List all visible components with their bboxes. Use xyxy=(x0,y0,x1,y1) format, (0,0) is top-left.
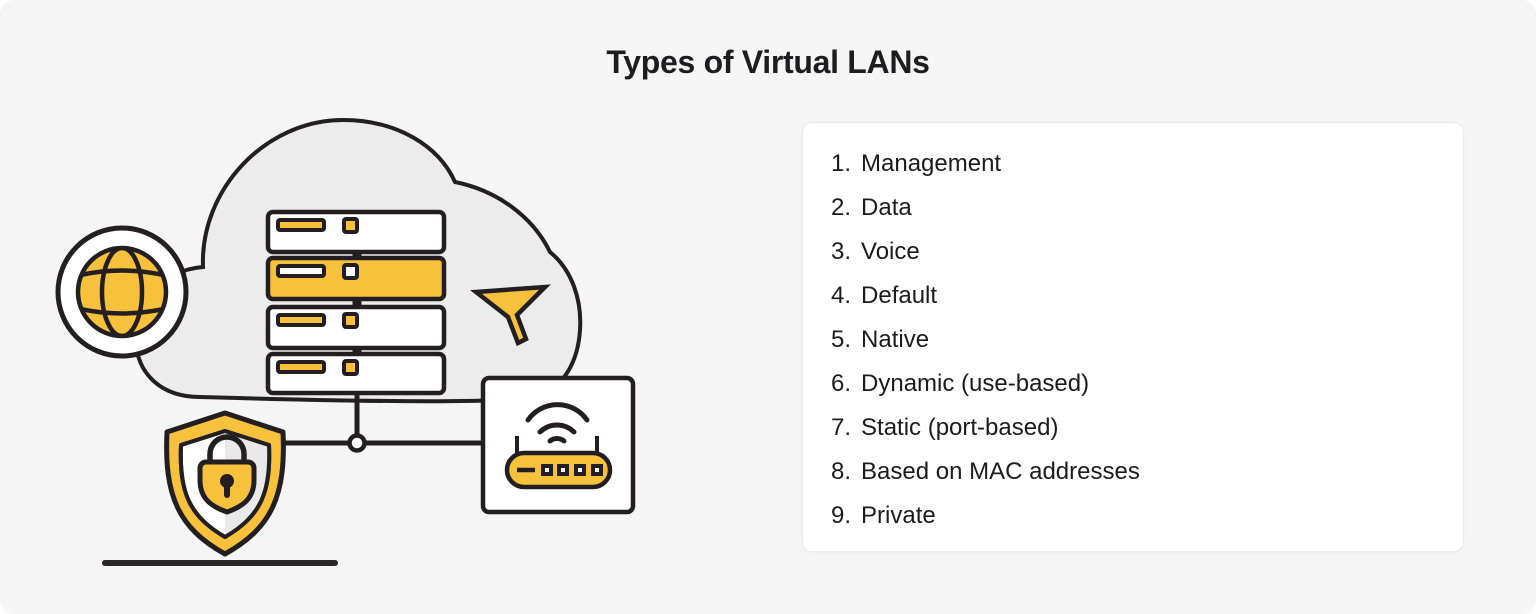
server-row xyxy=(265,351,447,396)
item-number: 1. xyxy=(831,150,852,177)
item-label: Data xyxy=(861,194,912,221)
globe-icon xyxy=(55,225,189,359)
item-number: 6. xyxy=(831,370,852,397)
vlan-list-item: 2. Data xyxy=(831,186,1463,230)
server-stack-icon xyxy=(265,209,447,396)
router-body xyxy=(504,436,613,490)
item-label: Static (port-based) xyxy=(861,414,1059,441)
item-label: Dynamic (use-based) xyxy=(861,370,1090,397)
item-number: 2. xyxy=(831,194,852,221)
wifi-signal-icon xyxy=(525,402,590,444)
item-number: 9. xyxy=(831,502,852,529)
vlan-list-item: 5. Native xyxy=(831,318,1463,362)
vlan-list-item: 1. Management xyxy=(831,142,1463,186)
item-number: 8. xyxy=(831,458,852,485)
item-number: 3. xyxy=(831,238,852,265)
junction-node xyxy=(347,433,367,453)
item-label: Private xyxy=(861,502,936,529)
item-label: Default xyxy=(861,282,938,309)
padlock-icon xyxy=(197,434,257,515)
cursor-icon xyxy=(470,284,551,347)
vlan-list-card: 1. Management 2. Data 3. Voice 4. Defaul… xyxy=(802,122,1464,552)
item-label: Management xyxy=(861,150,1002,177)
page-title: Types of Virtual LANs xyxy=(606,44,930,80)
vlan-list: 1. Management 2. Data 3. Voice 4. Defaul… xyxy=(803,123,1463,538)
vlan-list-item: 9. Private xyxy=(831,494,1463,538)
vlan-list-item: 8. Based on MAC addresses xyxy=(831,450,1463,494)
server-row xyxy=(265,209,447,255)
vlan-list-item: 7. Static (port-based) xyxy=(831,406,1463,450)
item-label: Native xyxy=(861,326,930,353)
vlan-list-item: 3. Voice xyxy=(831,230,1463,274)
item-number: 7. xyxy=(831,414,852,441)
item-label: Voice xyxy=(861,238,920,265)
item-number: 5. xyxy=(831,326,852,353)
vlan-list-item: 6. Dynamic (use-based) xyxy=(831,362,1463,406)
shield-lock-icon xyxy=(164,410,286,557)
server-row xyxy=(265,304,447,351)
server-row-active xyxy=(265,255,447,302)
item-label: Based on MAC addresses xyxy=(861,458,1140,485)
vlan-list-item: 4. Default xyxy=(831,274,1463,318)
item-number: 4. xyxy=(831,282,852,309)
network-illustration xyxy=(55,117,636,566)
wifi-router-icon xyxy=(480,375,636,515)
